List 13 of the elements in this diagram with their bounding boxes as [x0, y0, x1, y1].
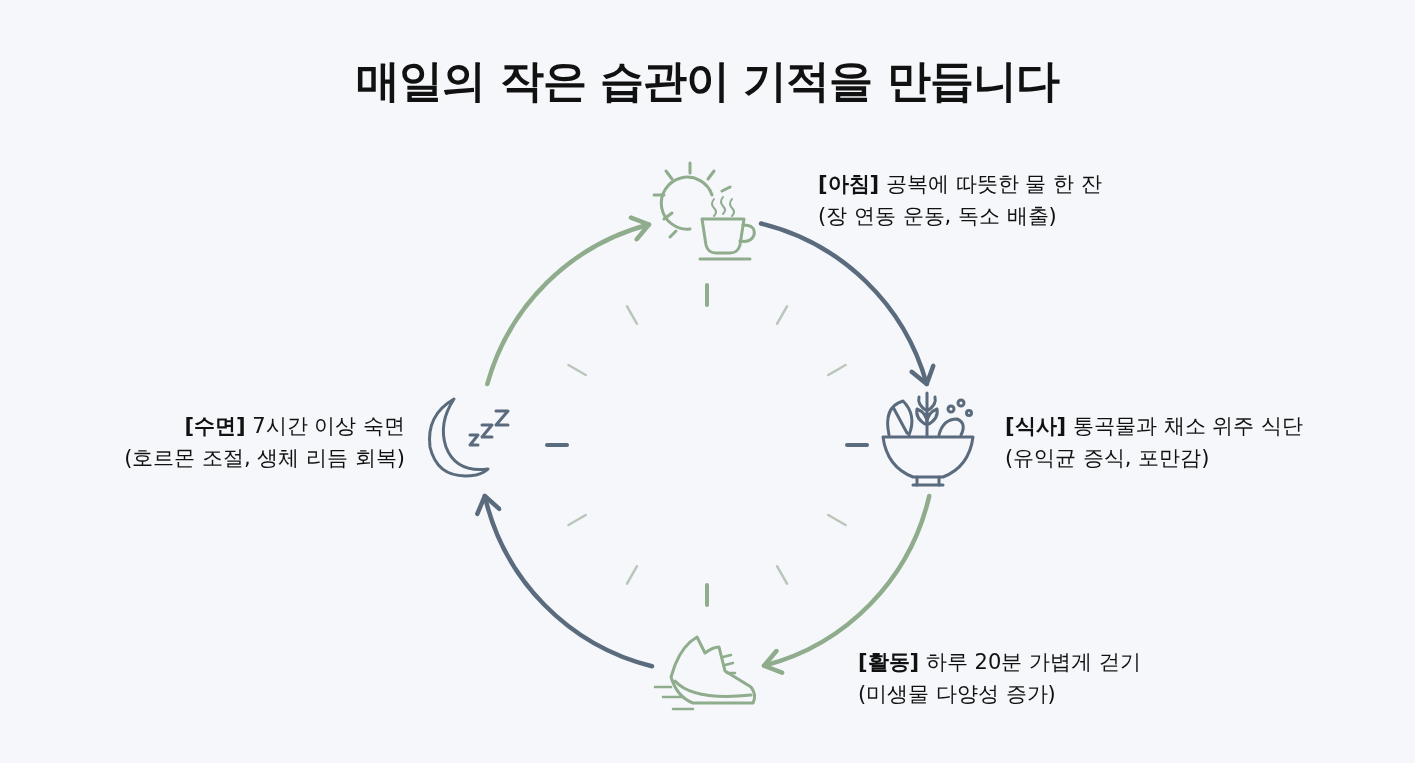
arrow	[485, 216, 652, 387]
habit-note: (미생물 다양성 증가)	[858, 681, 1056, 708]
arrow	[761, 493, 932, 674]
habit-heading: [수면] 7시간 이상 숙면	[184, 413, 405, 440]
habit-heading: [식사] 통곡물과 채소 위주 식단	[1005, 413, 1303, 440]
habit-heading: [활동] 하루 20분 가볍게 걷기	[858, 649, 1141, 676]
title: 매일의 작은 습관이 기적을 만듭니다	[356, 54, 1059, 108]
habit-heading: [아침] 공복에 따뜻한 물 한 잔	[818, 171, 1102, 198]
habit-note: (장 연동 운동, 독소 배출)	[818, 203, 1057, 230]
arrow	[476, 493, 655, 669]
habit-note: (호르몬 조절, 생체 리듬 회복)	[124, 445, 405, 472]
arrow	[758, 221, 935, 387]
habit-note: (유익균 증식, 포만감)	[1005, 445, 1210, 472]
